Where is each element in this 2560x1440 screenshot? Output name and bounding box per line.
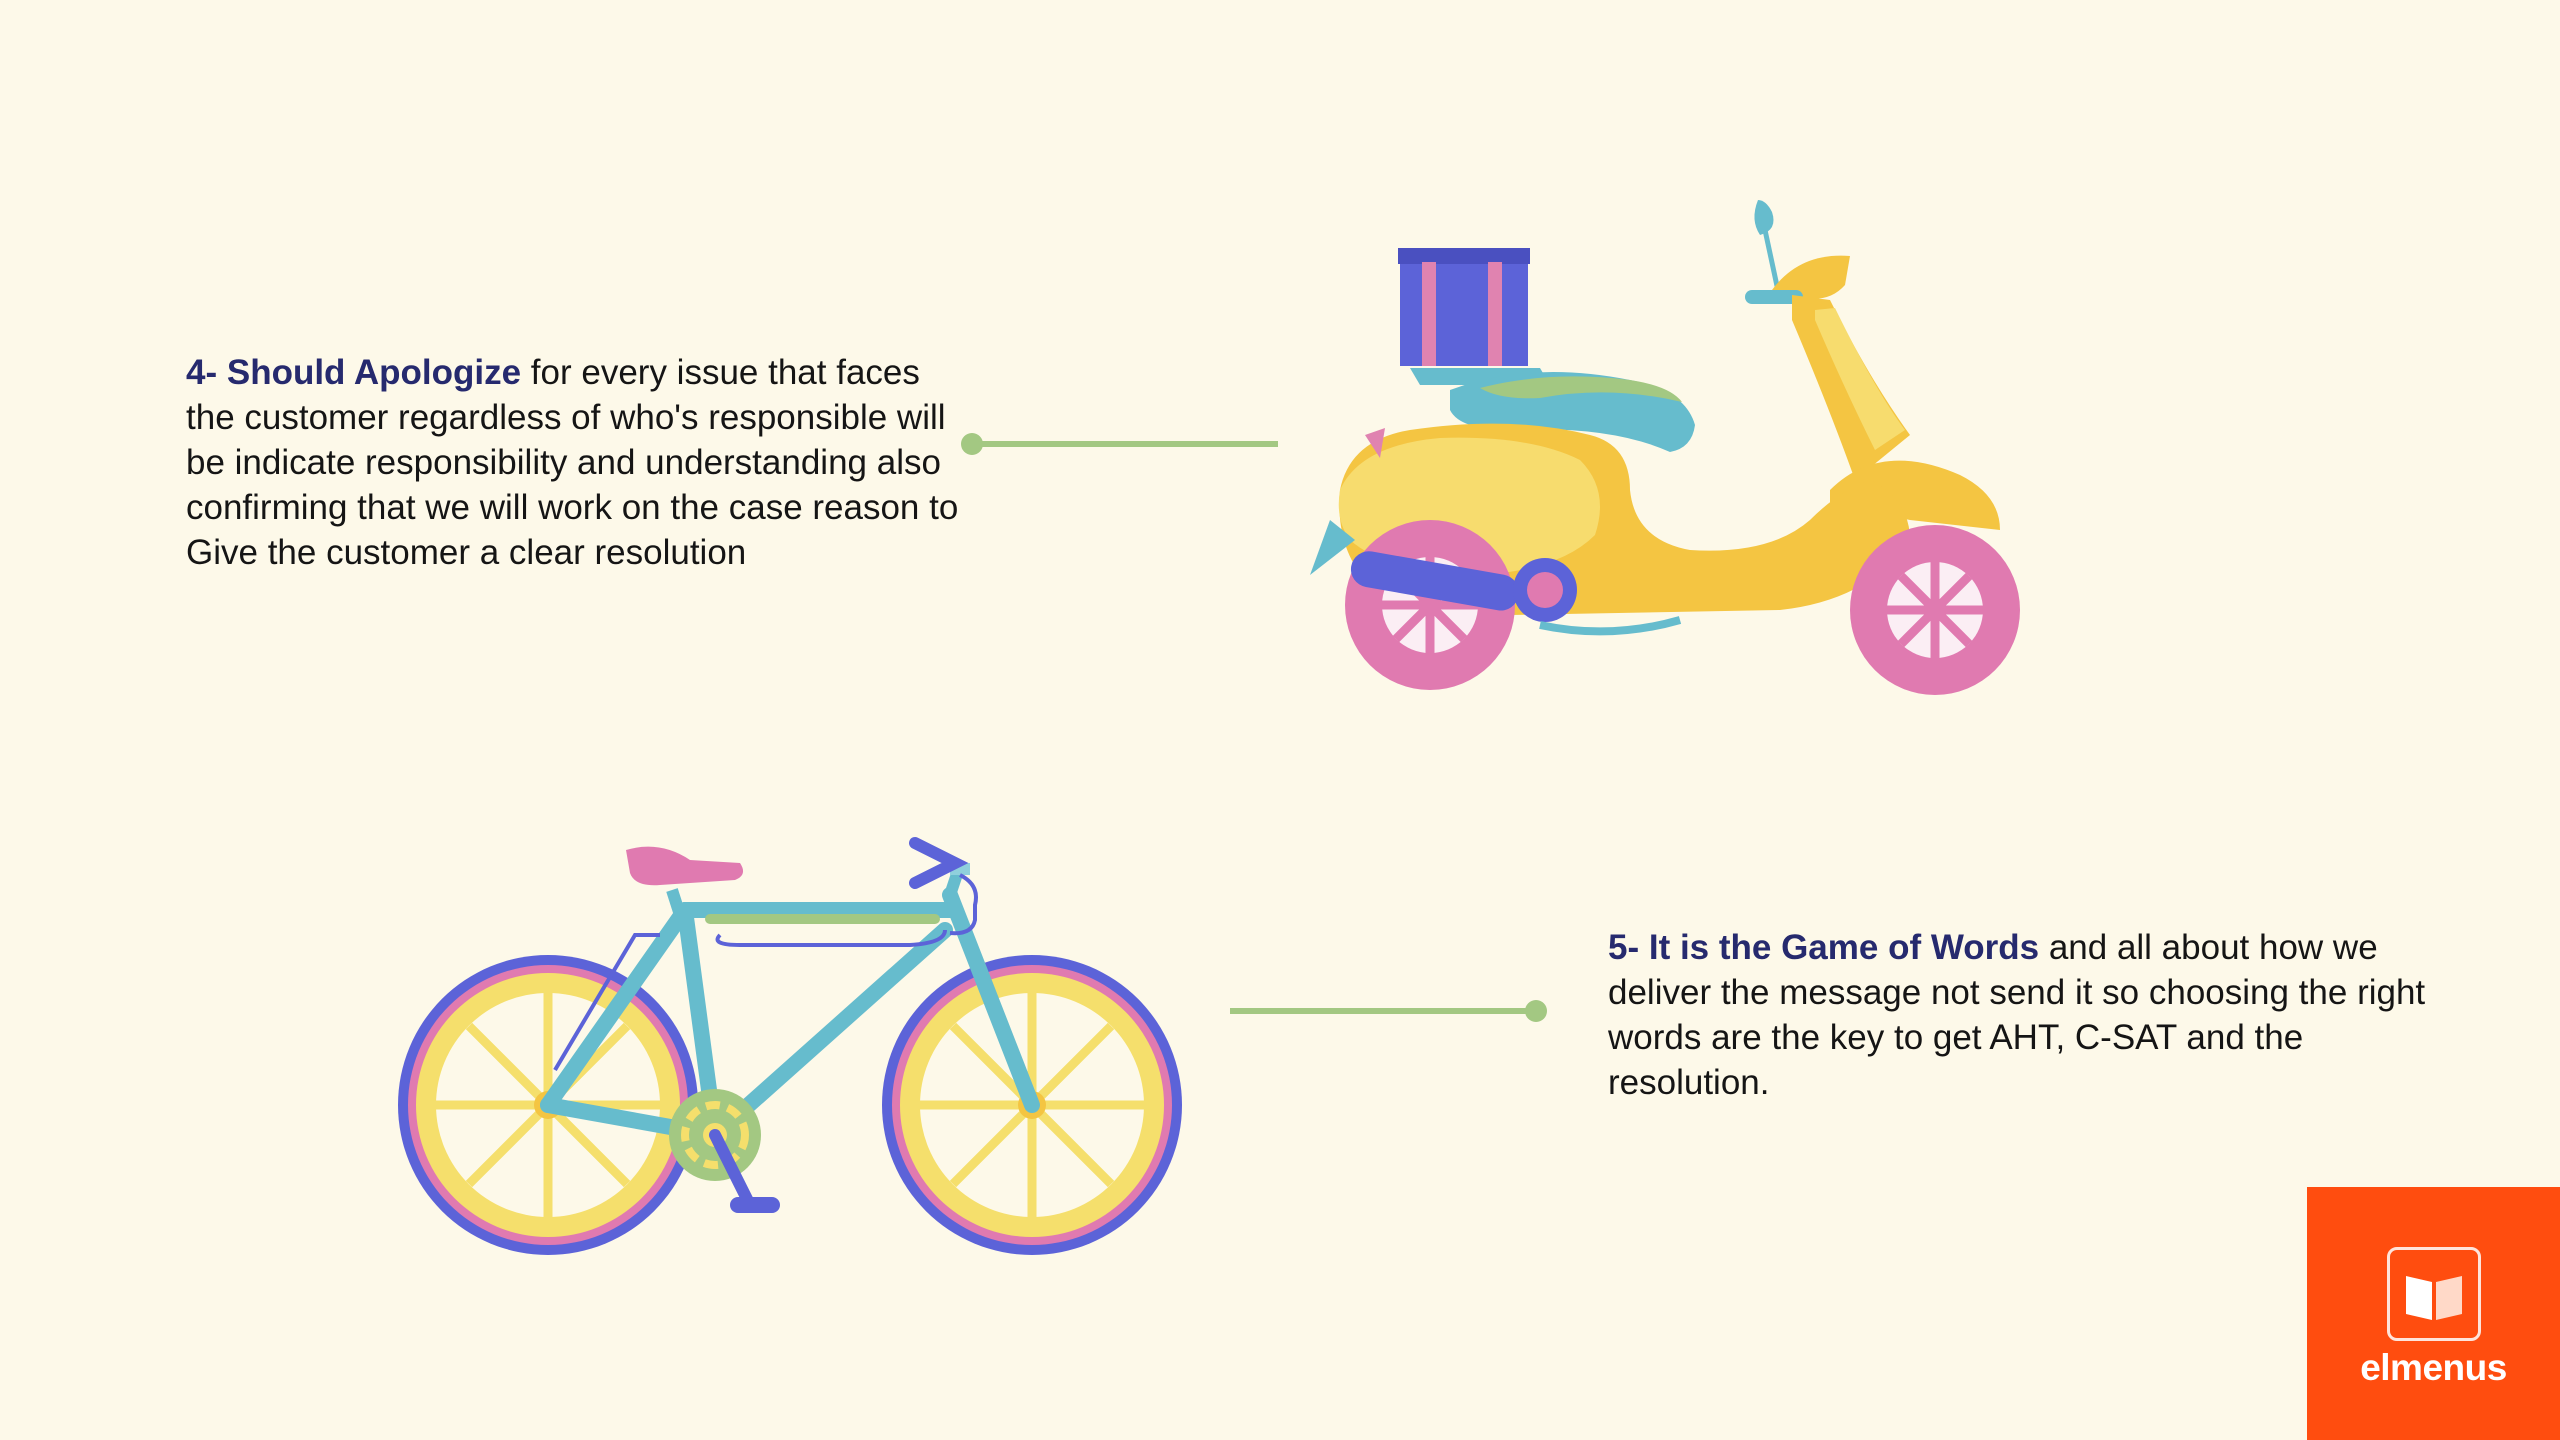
connector-line-4 [961,433,1278,455]
point-4-body: for every issue that faces the customer … [186,353,959,572]
point-5-heading: 5- It is the Game of Words [1608,928,2040,967]
brand-name: elmenus [2360,1347,2507,1388]
scooter-illustration [1310,200,2020,695]
point-5-text: 5- It is the Game of Words and all about… [1608,925,2448,1105]
point-4-heading: 4- Should Apologize [186,353,522,392]
open-book-icon [2387,1247,2481,1341]
point-4-text: 4- Should Apologize for every issue that… [186,350,966,575]
bicycle-illustration [398,837,1182,1255]
connector-line-5 [1230,1000,1547,1022]
point-5-body: and all about how we deliver the message… [1608,928,2426,1102]
elmenus-logo: elmenus [2307,1187,2560,1440]
